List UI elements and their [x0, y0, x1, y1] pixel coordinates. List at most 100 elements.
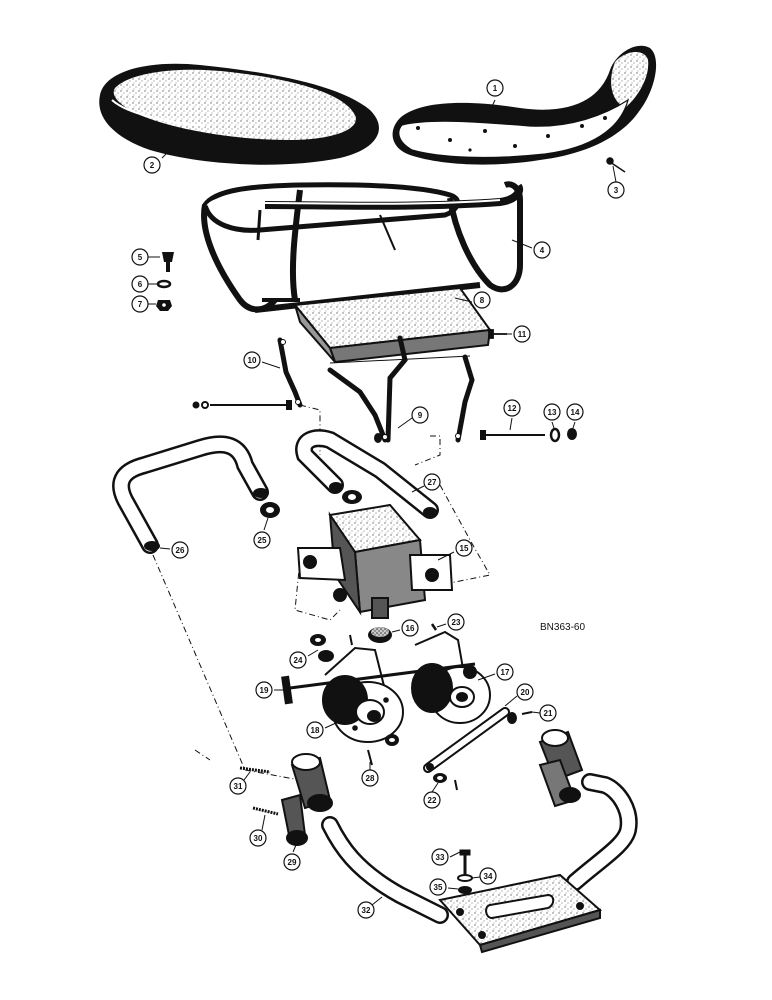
pin	[239, 766, 271, 774]
callout-number: 28	[366, 774, 375, 783]
screw	[488, 329, 507, 339]
nut	[567, 428, 577, 440]
callout-11: 11	[507, 325, 531, 343]
callout-24: 24	[289, 649, 319, 669]
leader-line	[437, 551, 455, 561]
washer	[507, 712, 517, 724]
callout-number: 6	[138, 280, 143, 289]
mounting-plate	[438, 873, 603, 954]
leader-line	[261, 814, 266, 831]
callout-20: 20	[504, 683, 534, 707]
leader-line	[397, 417, 413, 429]
pin	[521, 711, 533, 715]
leader-line	[436, 623, 447, 628]
pivot-bracket	[280, 753, 333, 846]
leader-line	[612, 165, 617, 183]
callout-32: 32	[357, 896, 383, 919]
callout-circle	[249, 829, 267, 847]
callout-number: 35	[434, 883, 443, 892]
callout-circle	[357, 901, 375, 919]
callout-number: 18	[311, 726, 320, 735]
callout-number: 15	[460, 544, 469, 553]
alignment-lines	[152, 404, 491, 781]
mounting-tube	[321, 773, 638, 924]
callout-circle	[455, 539, 473, 557]
leader-line	[307, 649, 319, 657]
callout-circle	[289, 651, 307, 669]
adjusting-rod	[281, 662, 476, 705]
callout-25: 25	[253, 517, 271, 549]
leader-line	[292, 844, 297, 853]
callout-31: 31	[229, 771, 251, 795]
callout-circle	[533, 241, 551, 259]
support-link	[280, 339, 461, 440]
callout-number: 21	[544, 709, 553, 718]
leader-line	[161, 144, 176, 159]
callout-circle	[401, 619, 419, 637]
callout-number: 11	[518, 330, 527, 339]
pin	[454, 779, 458, 791]
leader-line	[454, 297, 473, 303]
callout-number: 26	[176, 546, 185, 555]
callout-7: 7	[131, 295, 156, 313]
leader-line	[471, 876, 481, 879]
leader-line	[509, 417, 513, 431]
callout-12: 12	[503, 399, 521, 431]
callout-19: 19	[255, 681, 283, 699]
bolt	[192, 400, 292, 410]
nut	[458, 886, 472, 894]
leader-line	[371, 896, 383, 906]
callout-29: 29	[283, 844, 301, 871]
callout-circle	[607, 181, 625, 199]
callout-number: 4	[540, 246, 545, 255]
nut	[374, 433, 382, 443]
spring-housing	[411, 630, 491, 724]
leader-line	[504, 695, 518, 707]
callout-number: 14	[571, 408, 580, 417]
bushing	[310, 634, 334, 662]
support-tube	[112, 435, 269, 554]
washer	[457, 874, 473, 882]
nut	[156, 300, 172, 311]
leader-line	[431, 782, 439, 793]
leader-line	[477, 673, 496, 681]
callout-number: 17	[501, 668, 510, 677]
callout-26: 26	[159, 541, 189, 559]
seat-cushion	[99, 63, 379, 165]
leader-line	[531, 711, 541, 714]
callout-circle	[361, 769, 379, 787]
callout-circle	[429, 878, 447, 896]
callout-8: 8	[454, 291, 491, 309]
callout-number: 29	[288, 858, 297, 867]
figure-code: BN363-60	[540, 622, 585, 633]
callout-33: 33	[431, 848, 461, 866]
callout-circle	[131, 295, 149, 313]
seat-support-plate	[293, 286, 492, 364]
callout-number: 27	[428, 478, 437, 487]
callout-number: 12	[508, 404, 517, 413]
callout-circle	[496, 663, 514, 681]
callout-17: 17	[477, 663, 514, 681]
callout-circle	[431, 848, 449, 866]
callout-5: 5	[131, 248, 160, 266]
callout-number: 25	[258, 536, 267, 545]
washer	[260, 490, 362, 518]
callout-14: 14	[566, 403, 584, 429]
callout-circle	[423, 791, 441, 809]
lock-washer	[156, 279, 172, 289]
callout-18: 18	[306, 721, 339, 739]
callout-circle	[486, 79, 504, 97]
callout-number: 34	[484, 872, 493, 881]
bushing	[368, 627, 392, 643]
callout-number: 1	[493, 84, 498, 93]
callout-number: 30	[254, 834, 263, 843]
bolt	[459, 849, 471, 875]
leader-line	[447, 887, 459, 890]
callout-number: 3	[614, 186, 619, 195]
callout-circle	[171, 541, 189, 559]
screw	[606, 157, 626, 173]
callout-number: 7	[138, 300, 143, 309]
